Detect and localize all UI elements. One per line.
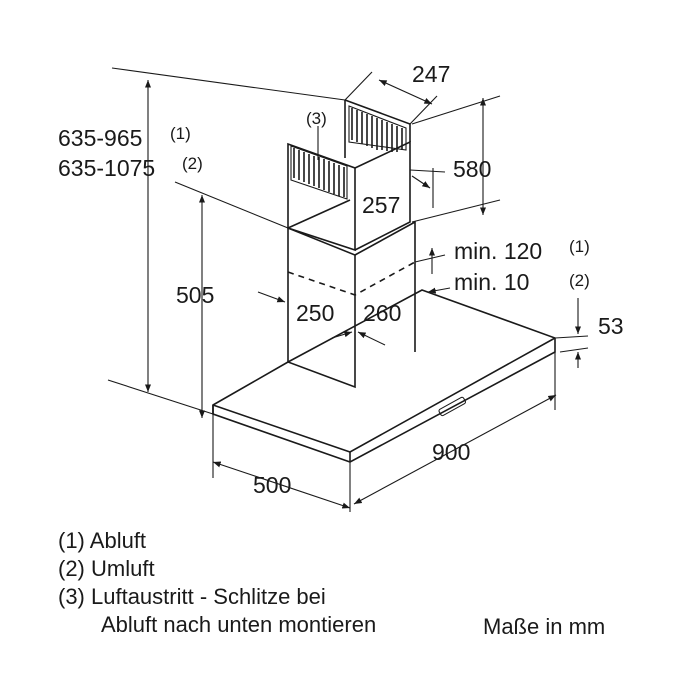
- hood-width-label: 900: [432, 439, 470, 465]
- chimney-depth-lower-label: 260: [363, 300, 401, 326]
- legend-item-umluft: (2) Umluft: [58, 556, 155, 581]
- top-depth-dimension: [344, 71, 438, 125]
- lower-chimney: [287, 199, 416, 389]
- clearance-2-ref: (2): [569, 271, 590, 290]
- legend-item-abluft: (1) Abluft: [58, 528, 146, 553]
- chimney-width-lower-label: 250: [296, 300, 334, 326]
- ref-2-label: (2): [182, 154, 203, 173]
- chimney-width-upper-label: 257: [362, 192, 400, 218]
- legend-item-slots-line1: (3) Luftaustritt - Schlitze bei: [58, 584, 326, 609]
- height-range-1-label: 635-965: [58, 125, 142, 151]
- units-note: Maße in mm: [483, 614, 605, 639]
- upper-width-dimension: [409, 168, 446, 208]
- slots-ref-label: (3): [306, 109, 327, 128]
- canopy-thickness-label: 53: [598, 313, 624, 339]
- air-outlet-slots-front: [290, 145, 348, 200]
- height-range-2-label: 635-1075: [58, 155, 155, 181]
- upper-chimney: [287, 99, 411, 252]
- hood-height-label: 505: [176, 282, 214, 308]
- overall-height-dimension: [107, 67, 346, 415]
- upper-height-dimension: [411, 95, 501, 223]
- lower-width-dimension: [257, 291, 386, 346]
- hood-depth-label: 500: [253, 472, 291, 498]
- legend-item-slots-line2: Abluft nach unten montieren: [101, 612, 376, 637]
- ref-1-label: (1): [170, 124, 191, 143]
- air-outlet-slots-back: [348, 105, 407, 152]
- width-dimension: [349, 352, 557, 512]
- canopy-thickness-dimension: [554, 298, 589, 368]
- hood-height-dimension: [174, 181, 289, 418]
- clearance-1-label: min. 120: [454, 238, 542, 264]
- chimney-height-upper-label: 580: [453, 156, 491, 182]
- depth-dimension: [212, 414, 351, 509]
- clearance-dimension: [414, 248, 451, 294]
- clearance-2-label: min. 10: [454, 269, 529, 295]
- clearance-1-ref: (1): [569, 237, 590, 256]
- chimney-depth-top-label: 247: [412, 61, 450, 87]
